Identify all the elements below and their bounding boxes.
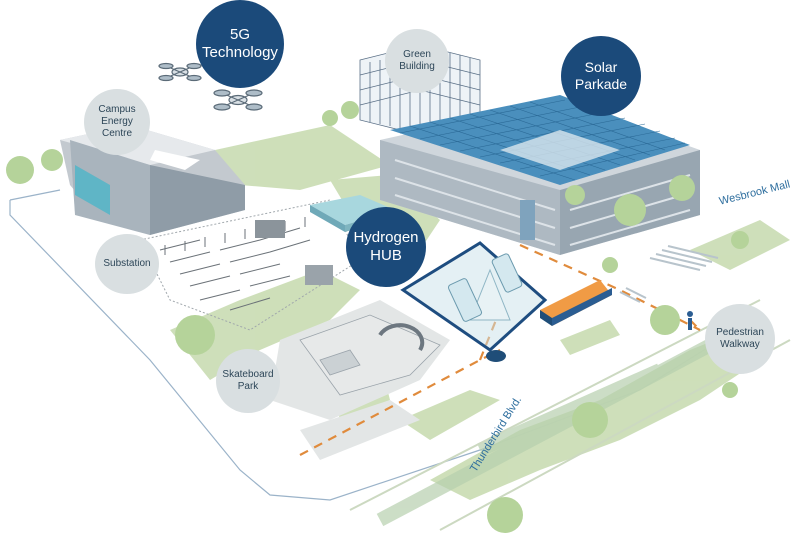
- drone-icon: [158, 62, 202, 82]
- car: [486, 350, 506, 362]
- label-hydrogen-hub: Hydrogen HUB: [346, 207, 426, 287]
- roads: [376, 333, 724, 527]
- hub-zone: [400, 241, 548, 352]
- label-5g-technology: 5G Technology: [196, 0, 284, 88]
- label-skateboard-park: Skateboard Park: [216, 349, 280, 413]
- label-pedestrian-walkway: Pedestrian Walkway: [705, 304, 775, 374]
- trees: [6, 101, 749, 533]
- skatepark: [299, 314, 441, 396]
- crosswalk: [619, 245, 719, 303]
- label-solar-parkade: Solar Parkade: [561, 36, 641, 116]
- substation-equipment: [139, 199, 361, 331]
- label-substation: Substation: [95, 234, 159, 294]
- campus-energy-building: [60, 125, 245, 235]
- pedestrian: [687, 311, 693, 330]
- drone-icon: [213, 89, 263, 111]
- label-green-building: Green Building: [385, 29, 449, 93]
- label-campus-energy-centre: Campus Energy Centre: [84, 89, 150, 155]
- bus: [540, 280, 612, 326]
